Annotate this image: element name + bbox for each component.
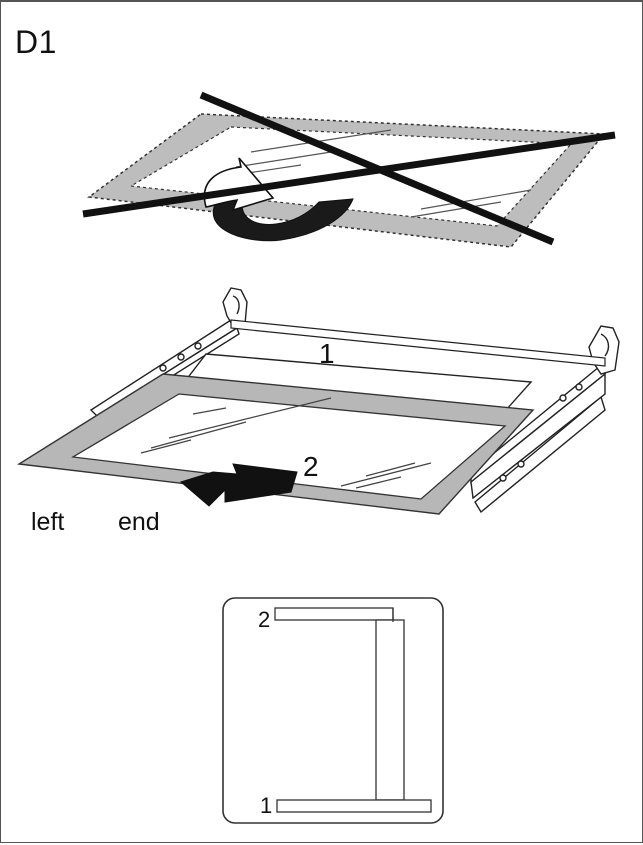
- cross-out-icon: [82, 91, 616, 246]
- profile-side-post: [375, 619, 405, 801]
- caption-left: left: [31, 508, 65, 536]
- shelf-2-glass: [71, 393, 507, 500]
- profile-1-callout: 1: [260, 793, 272, 818]
- right-hook-bracket: [588, 325, 620, 375]
- right-runner-rail: [470, 360, 606, 514]
- rear-crossbar: [230, 319, 606, 367]
- installation-panel: [16, 287, 620, 515]
- arrow-left-icon: [179, 463, 298, 507]
- side-profile-inset: [222, 597, 444, 824]
- caption-end: end: [118, 508, 160, 536]
- shelf-2-callout: 2: [303, 451, 319, 482]
- incorrect-orientation-panel: [82, 91, 616, 248]
- profile-2-callout: 2: [258, 607, 270, 632]
- inset-frame: [222, 597, 444, 824]
- figure-label: D1: [15, 24, 57, 60]
- left-hook-bracket: [222, 287, 248, 327]
- profile-shelf-1: [276, 799, 432, 813]
- shelf-1-callout: 1: [319, 338, 335, 369]
- shelf-2-reflection-lines: [140, 397, 432, 489]
- profile-shelf-2: [274, 607, 394, 621]
- curved-arrow-icon: [203, 157, 354, 242]
